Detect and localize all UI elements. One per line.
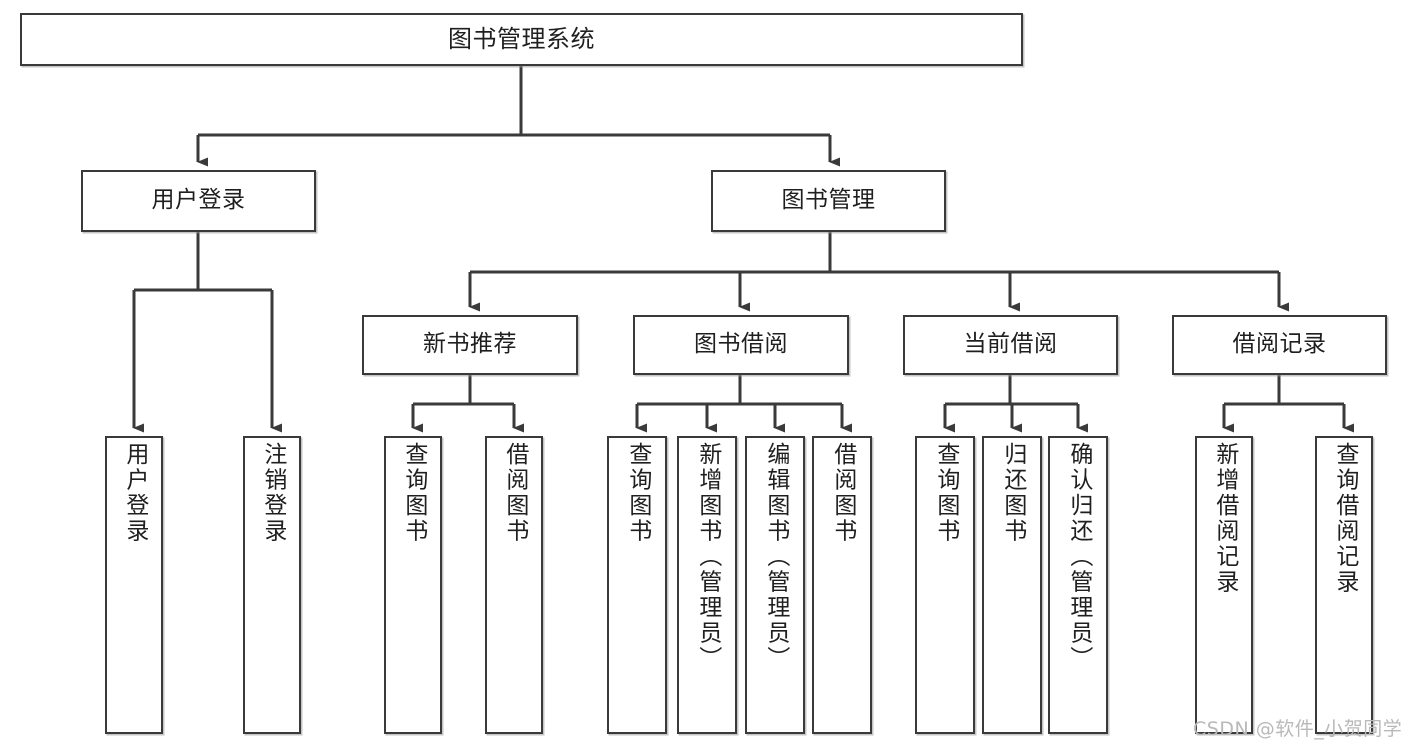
node-user-login[interactable]: 用户登录 [81, 170, 316, 232]
leaf-current-borrow-query-books[interactable]: 查询图书 [915, 436, 975, 734]
node-new-book-recommendation[interactable]: 新书推荐 [362, 315, 578, 375]
leaf-user-login-login[interactable]: 用户登录 [105, 436, 163, 734]
node-borrowing-record[interactable]: 借阅记录 [1172, 315, 1387, 375]
leaf-new-book-query-books[interactable]: 查询图书 [384, 436, 442, 734]
node-label: 图书管理 [781, 187, 876, 214]
node-current-borrowing[interactable]: 当前借阅 [903, 315, 1118, 375]
node-label: 新增图书（管理员） [694, 442, 721, 672]
node-root-book-management-system[interactable]: 图书管理系统 [20, 13, 1023, 66]
node-label: 用户登录 [151, 187, 246, 214]
node-label: 新书推荐 [423, 331, 517, 358]
node-book-management[interactable]: 图书管理 [711, 170, 946, 232]
leaf-current-borrow-return-books[interactable]: 归还图书 [982, 436, 1042, 734]
leaf-user-login-logout[interactable]: 注销登录 [243, 436, 301, 734]
node-label: 图书管理系统 [448, 25, 595, 54]
leaf-new-book-borrow-books[interactable]: 借阅图书 [485, 436, 543, 734]
node-label: 编辑图书（管理员） [762, 442, 789, 672]
node-label: 当前借阅 [963, 331, 1058, 358]
node-label: 查询图书 [932, 442, 959, 544]
node-label: 图书借阅 [694, 331, 788, 358]
csdn-watermark: CSDN @软件_小贺同学 [1193, 718, 1403, 740]
node-label: 归还图书 [999, 442, 1026, 544]
node-label: 确认归还（管理员） [1065, 442, 1092, 672]
leaf-borrow-record-query-record[interactable]: 查询借阅记录 [1315, 436, 1373, 734]
node-label: 查询借阅记录 [1331, 442, 1358, 595]
node-label: 查询图书 [400, 442, 427, 544]
leaf-current-borrow-confirm-return-admin[interactable]: 确认归还（管理员） [1048, 436, 1108, 734]
node-label: 借阅图书 [501, 442, 528, 544]
leaf-book-borrow-edit-book-admin[interactable]: 编辑图书（管理员） [745, 436, 805, 734]
node-label: 查询图书 [624, 442, 651, 544]
node-label: 新增借阅记录 [1211, 442, 1238, 595]
node-book-borrowing[interactable]: 图书借阅 [633, 315, 849, 375]
node-label: 借阅记录 [1232, 331, 1327, 358]
node-label: 用户登录 [121, 442, 148, 544]
node-label: 注销登录 [259, 442, 286, 544]
leaf-book-borrow-add-book-admin[interactable]: 新增图书（管理员） [677, 436, 737, 734]
node-label: 借阅图书 [829, 442, 856, 544]
leaf-book-borrow-query-books[interactable]: 查询图书 [607, 436, 667, 734]
leaf-borrow-record-add-record[interactable]: 新增借阅记录 [1195, 436, 1253, 734]
leaf-book-borrow-borrow-books[interactable]: 借阅图书 [812, 436, 872, 734]
